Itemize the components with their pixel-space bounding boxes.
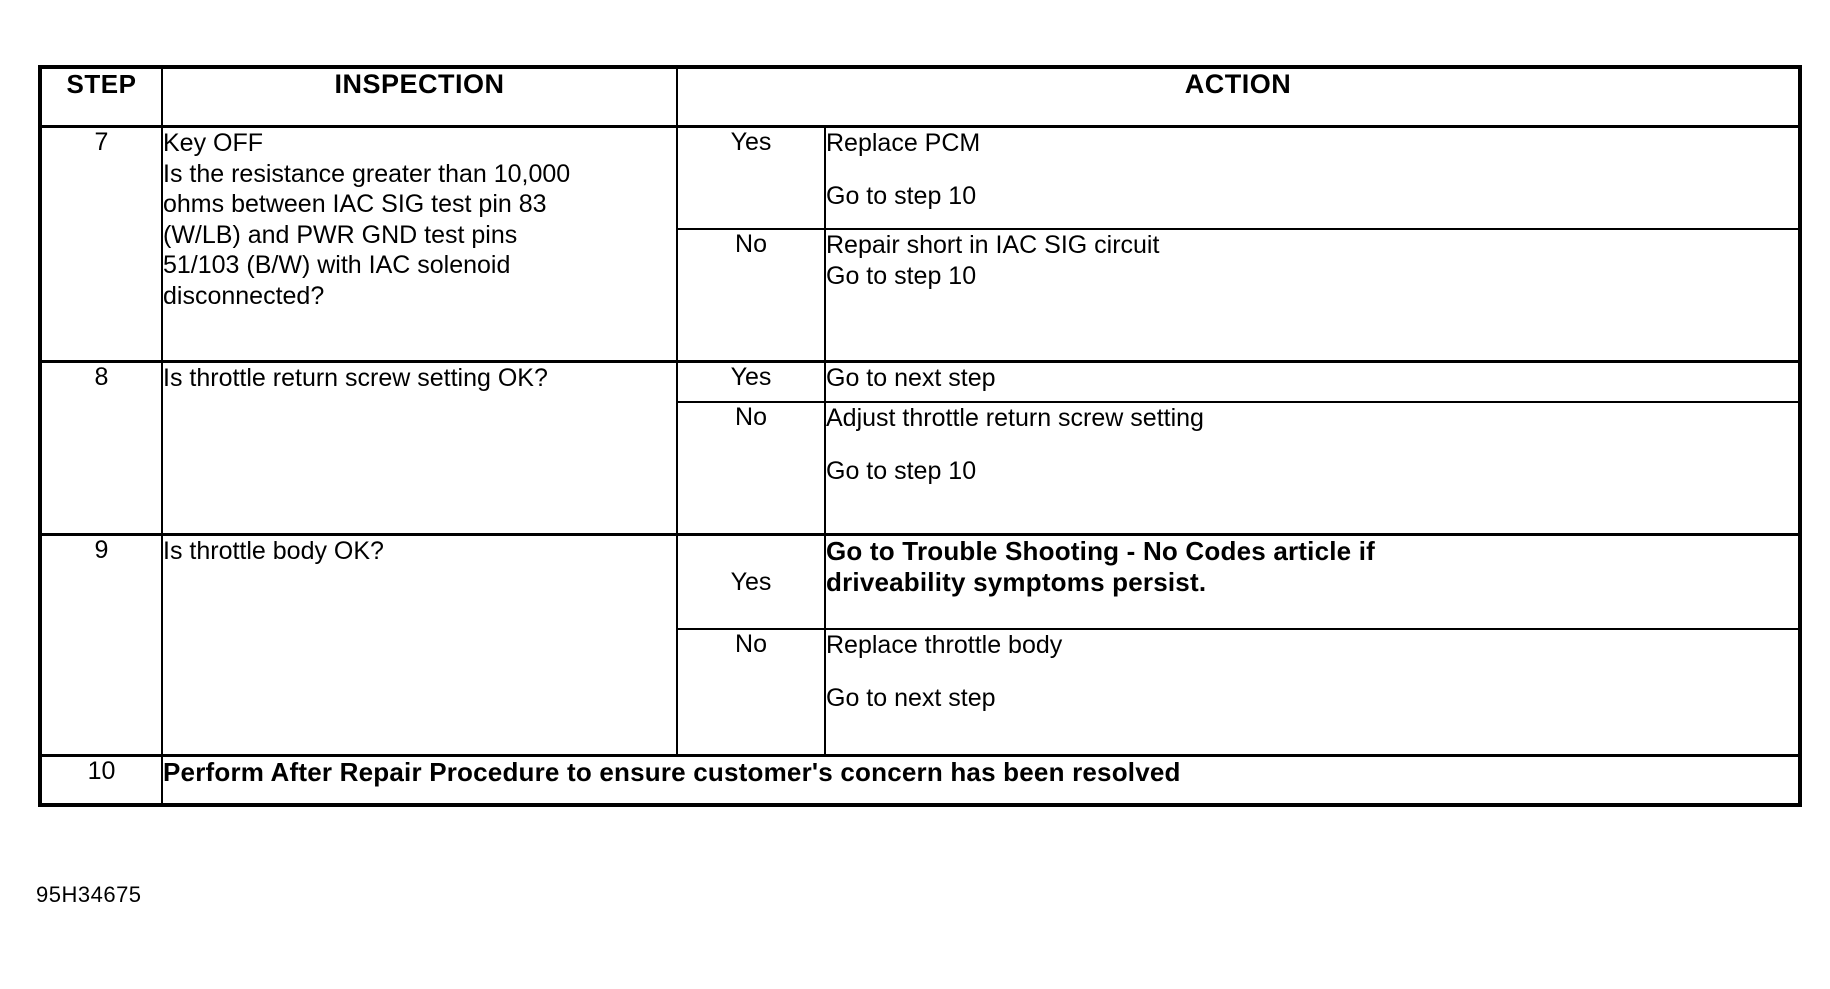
action-line: Go to next step — [826, 684, 996, 713]
answer-label-no: No — [676, 628, 826, 757]
inspection-text: Key OFF Is the resistance greater than 1… — [161, 125, 678, 363]
action-line-spacer — [826, 661, 1798, 683]
final-instruction-text: Perform After Repair Procedure to ensure… — [161, 754, 1801, 806]
inspection-text: Is throttle return screw setting OK? — [161, 360, 678, 536]
action-line: Go to next step — [826, 364, 996, 392]
diagnostic-table: STEP INSPECTION ACTION 7 Key OFF Is the … — [38, 65, 1802, 807]
action-text: Go to next step — [824, 360, 1801, 403]
table-row: 8 Is throttle return screw setting OK? Y… — [39, 360, 1801, 536]
action-text: Replace PCM Go to step 10 — [824, 125, 1801, 230]
action-line: Replace PCM — [826, 129, 981, 157]
inspection-line: (W/LB) and PWR GND test pins — [163, 220, 518, 249]
diagnostic-table-container: STEP INSPECTION ACTION 7 Key OFF Is the … — [38, 65, 1802, 807]
step-number: 8 — [39, 360, 163, 536]
inspection-line: Is throttle body OK? — [163, 537, 384, 565]
inspection-line: ohms between IAC SIG test pin 83 — [163, 190, 547, 218]
step-number: 9 — [39, 533, 163, 757]
inspection-text: Is throttle body OK? — [161, 533, 678, 757]
column-header-step: STEP — [39, 66, 163, 128]
answer-label-yes: Yes — [676, 125, 826, 230]
header-row: STEP INSPECTION ACTION — [39, 66, 1801, 128]
table-header: STEP INSPECTION ACTION — [39, 66, 1801, 128]
action-line: Go to Trouble Shooting - No Codes articl… — [826, 536, 1376, 566]
action-line: Replace throttle body — [826, 631, 1063, 659]
table-row: No Adjust throttle return screw setting … — [40, 401, 1801, 536]
table-row: No Replace throttle body Go to next step — [40, 628, 1801, 757]
action-line-spacer — [826, 159, 1798, 181]
table-body: 7 Key OFF Is the resistance greater than… — [39, 125, 1801, 806]
answer-label-no: No — [676, 401, 826, 536]
inspection-line: disconnected? — [163, 281, 325, 310]
answer-label-yes: Yes — [676, 360, 826, 403]
action-line: Go to step 10 — [826, 457, 977, 486]
step-number: 7 — [39, 125, 163, 363]
answer-label-no: No — [676, 228, 826, 363]
table-row: No Repair short in IAC SIG circuit Go to… — [40, 228, 1801, 363]
step-number: 10 — [39, 754, 163, 806]
action-line: Go to step 10 — [826, 182, 977, 211]
action-line: Adjust throttle return screw setting — [826, 404, 1204, 432]
action-line-spacer — [826, 434, 1798, 456]
action-text: Repair short in IAC SIG circuit Go to st… — [824, 228, 1801, 363]
action-text: Go to Trouble Shooting - No Codes articl… — [824, 533, 1801, 630]
inspection-line: 51/103 (B/W) with IAC solenoid — [163, 251, 511, 279]
column-header-inspection: INSPECTION — [161, 66, 678, 128]
action-line: Go to step 10 — [826, 262, 977, 291]
action-line: driveability symptoms persist. — [826, 567, 1207, 598]
inspection-line: Key OFF — [163, 129, 264, 157]
action-line: Repair short in IAC SIG circuit — [826, 231, 1160, 259]
inspection-line: Is throttle return screw setting OK? — [163, 364, 548, 392]
answer-label-yes: Yes — [676, 533, 826, 630]
table-row: 9 Is throttle body OK? Yes Go to Trouble… — [39, 533, 1801, 757]
figure-id-caption: 95H34675 — [36, 882, 142, 907]
inspection-line: Is the resistance greater than 10,000 — [163, 159, 571, 188]
column-header-action: ACTION — [676, 66, 1801, 128]
table-row-final: 10 Perform After Repair Procedure to ens… — [39, 754, 1801, 806]
table-row: 7 Key OFF Is the resistance greater than… — [39, 125, 1801, 363]
action-text: Replace throttle body Go to next step — [824, 628, 1801, 757]
action-text: Adjust throttle return screw setting Go … — [824, 401, 1801, 536]
